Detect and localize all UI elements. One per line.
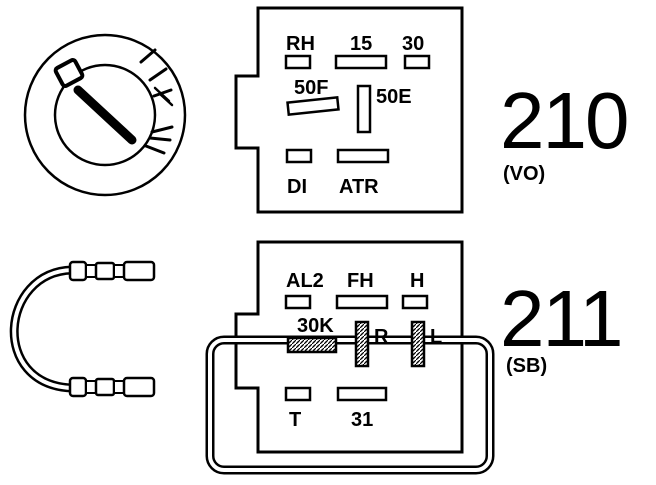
- pin-slot-rh: [284, 54, 312, 70]
- ignition-switch-icon: [23, 33, 187, 197]
- pin-label-di: DI: [287, 176, 307, 198]
- pin-slot-di: [285, 148, 313, 164]
- pin-label-50f: 50F: [294, 77, 328, 99]
- pin-label-r: R: [374, 326, 389, 348]
- connector-number-211: 211: [500, 274, 622, 363]
- pin-slot-l: [410, 320, 426, 368]
- jumper-wire-icon: [9, 260, 156, 398]
- pin-label-rh: RH: [286, 33, 315, 55]
- pin-label-31: 31: [351, 409, 373, 431]
- pin-slot-atr: [336, 148, 390, 164]
- pin-label-50e: 50E: [376, 86, 412, 108]
- pin-slot-30: [403, 54, 431, 70]
- pin-label-30: 30: [402, 33, 424, 55]
- pin-slot-t: [284, 386, 312, 402]
- connector-code-210: (VO): [503, 163, 545, 185]
- pin-label-h: H: [410, 270, 424, 292]
- pin-slot-30k: [286, 336, 338, 354]
- pin-label-15: 15: [350, 33, 372, 55]
- connector-code-211: (SB): [506, 355, 547, 377]
- pin-slot-15: [334, 54, 388, 70]
- connector-210: RH 15 30 50F 50E DI ATR: [234, 6, 464, 214]
- pin-slot-50e: [356, 84, 372, 134]
- connector-number-210: 210: [500, 76, 627, 165]
- pin-slot-50f: [286, 96, 340, 116]
- pin-slot-h: [401, 294, 429, 310]
- pin-label-30k: 30K: [297, 315, 334, 337]
- pin-label-fh: FH: [347, 270, 374, 292]
- pin-label-al2: AL2: [286, 270, 324, 292]
- pin-label-t: T: [289, 409, 301, 431]
- pin-slot-fh: [335, 294, 389, 310]
- pin-slot-31: [336, 386, 388, 402]
- pin-label-atr: ATR: [339, 176, 379, 198]
- pin-slot-r: [354, 320, 370, 368]
- pin-slot-al2: [284, 294, 312, 310]
- connector-211: AL2 FH H 30K R L T 31: [205, 240, 495, 475]
- pin-label-l: L: [430, 326, 442, 348]
